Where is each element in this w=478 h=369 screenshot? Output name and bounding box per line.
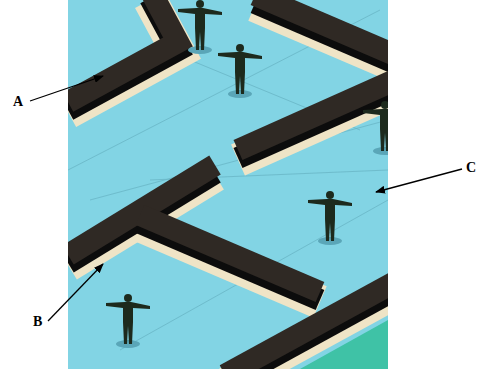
- human-figure: [178, 0, 222, 54]
- callout-letter: C: [466, 160, 476, 176]
- walls: [68, 0, 388, 369]
- human-figure: [106, 294, 150, 348]
- wall-top: [68, 0, 178, 102]
- wall-top: [255, 0, 388, 55]
- floor-lines: [68, 10, 388, 350]
- figures: [106, 0, 388, 348]
- leader-lines: [30, 76, 462, 321]
- leader-line: [30, 76, 103, 101]
- human-figure: [218, 44, 262, 98]
- wall-top: [238, 80, 388, 150]
- human-figure: [308, 191, 352, 245]
- leader-line: [376, 169, 462, 192]
- leader-line: [48, 264, 103, 321]
- human-figure: [363, 101, 388, 155]
- callout-letter: A: [13, 94, 23, 110]
- wall-top: [225, 282, 388, 369]
- scene: [68, 0, 388, 369]
- wall-top: [140, 215, 320, 292]
- callout-letter: B: [33, 314, 42, 330]
